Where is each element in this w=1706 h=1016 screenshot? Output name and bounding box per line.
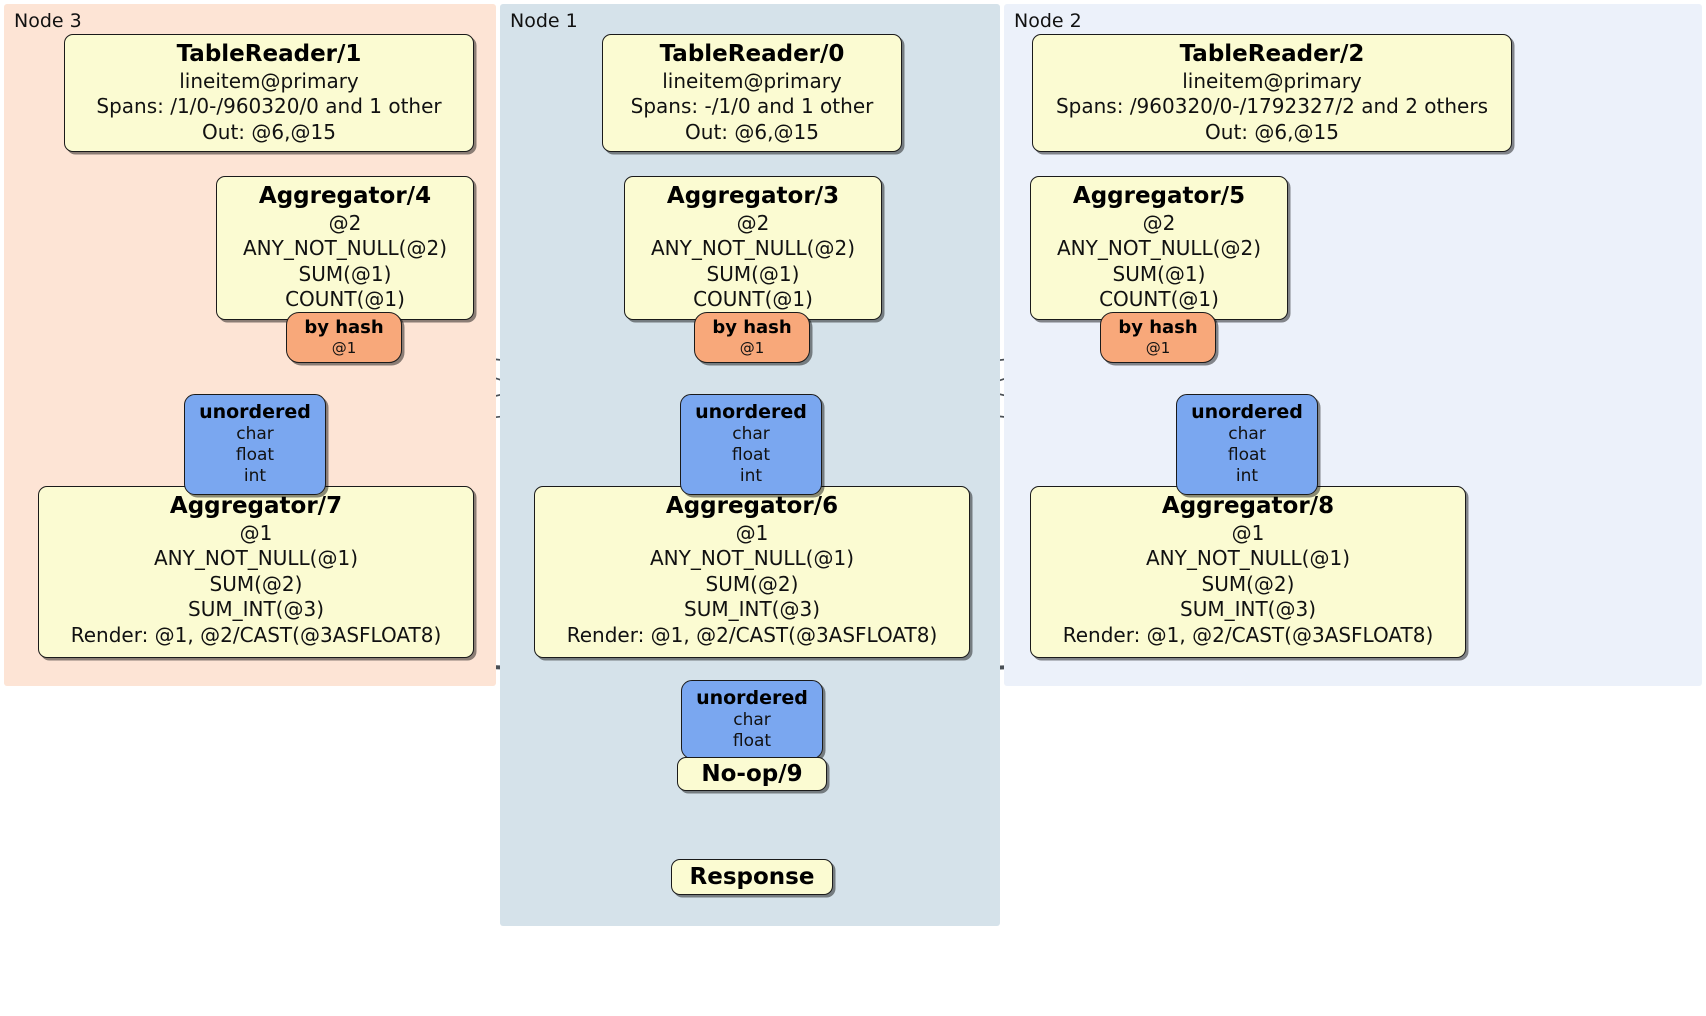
box-line: @2 <box>736 210 770 235</box>
box-line: @1 <box>331 338 357 357</box>
box-title: Aggregator/4 <box>258 183 432 209</box>
box-line: ANY_NOT_NULL(@1) <box>154 546 358 571</box>
box-line: ANY_NOT_NULL(@2) <box>651 236 855 261</box>
box-line: int <box>1235 466 1259 487</box>
box-line: char <box>732 423 770 444</box>
box-line: Spans: /960320/0-/1792327/2 and 2 others <box>1055 94 1488 119</box>
node-panel-label-node1: Node 1 <box>510 10 578 32</box>
box-line: ANY_NOT_NULL(@2) <box>1057 236 1261 261</box>
box-line: float <box>235 445 275 466</box>
box-title: No-op/9 <box>701 761 803 787</box>
box-line: @2 <box>328 210 362 235</box>
box-line: char <box>1228 423 1266 444</box>
box-line: COUNT(@1) <box>1099 287 1219 312</box>
box-title: unordered <box>696 687 808 709</box>
box-line: COUNT(@1) <box>285 287 405 312</box>
box-line: char <box>733 709 771 730</box>
box-line: @1 <box>735 520 769 545</box>
box-line: SUM_INT(@3) <box>188 597 324 622</box>
router-byhash-node1[interactable]: by hash@1 <box>694 312 810 363</box>
box-line: Out: @6,@15 <box>202 119 336 144</box>
box-line: ANY_NOT_NULL(@1) <box>1146 546 1350 571</box>
box-title: unordered <box>1191 401 1303 423</box>
box-line: @1 <box>739 338 765 357</box>
box-line: int <box>243 466 267 487</box>
box-title: Aggregator/6 <box>665 493 839 519</box>
box-line: char <box>236 423 274 444</box>
box-line: Out: @6,@15 <box>685 119 819 144</box>
router-byhash-node2[interactable]: by hash@1 <box>1100 312 1216 363</box>
box-title: by hash <box>304 317 384 338</box>
box-title: by hash <box>712 317 792 338</box>
box-line: lineitem@primary <box>179 68 359 93</box>
box-title: by hash <box>1118 317 1198 338</box>
box-title: Aggregator/8 <box>1161 493 1335 519</box>
box-line: Spans: -/1/0 and 1 other <box>630 94 874 119</box>
box-title: TableReader/2 <box>1179 41 1365 67</box>
box-line: @2 <box>1142 210 1176 235</box>
box-line: float <box>1227 445 1267 466</box>
box-line: lineitem@primary <box>1182 68 1362 93</box>
box-line: SUM(@1) <box>706 261 800 286</box>
box-line: Render: @1, @2/CAST(@3ASFLOAT8) <box>1062 622 1434 647</box>
box-line: Out: @6,@15 <box>1205 119 1339 144</box>
terminal-noop-9[interactable]: No-op/9 <box>677 757 827 791</box>
box-title: Aggregator/5 <box>1072 183 1246 209</box>
box-title: unordered <box>695 401 807 423</box>
box-line: SUM(@2) <box>209 571 303 596</box>
box-line: Spans: /1/0-/960320/0 and 1 other <box>96 94 442 119</box>
box-title: Aggregator/7 <box>169 493 343 519</box>
node-panel-label-node2: Node 2 <box>1014 10 1082 32</box>
box-line: SUM(@1) <box>298 261 392 286</box>
box-title: unordered <box>199 401 311 423</box>
terminal-response[interactable]: Response <box>671 859 833 895</box>
box-line: float <box>732 731 772 752</box>
box-line: SUM(@1) <box>1112 261 1206 286</box>
box-line: lineitem@primary <box>662 68 842 93</box>
box-title: Response <box>689 864 815 890</box>
box-line: Render: @1, @2/CAST(@3ASFLOAT8) <box>70 622 442 647</box>
box-line: @1 <box>1145 338 1171 357</box>
box-title: Aggregator/3 <box>666 183 840 209</box>
box-line: Render: @1, @2/CAST(@3ASFLOAT8) <box>566 622 938 647</box>
box-line: SUM_INT(@3) <box>684 597 820 622</box>
box-line: @1 <box>239 520 273 545</box>
router-byhash-node3[interactable]: by hash@1 <box>286 312 402 363</box>
box-line: int <box>739 466 763 487</box>
box-line: ANY_NOT_NULL(@1) <box>650 546 854 571</box>
box-title: TableReader/1 <box>176 41 362 67</box>
box-line: ANY_NOT_NULL(@2) <box>243 236 447 261</box>
box-line: SUM(@2) <box>705 571 799 596</box>
box-title: TableReader/0 <box>659 41 845 67</box>
box-line: @1 <box>1231 520 1265 545</box>
box-line: COUNT(@1) <box>693 287 813 312</box>
box-line: SUM_INT(@3) <box>1180 597 1316 622</box>
box-line: float <box>731 445 771 466</box>
box-line: SUM(@2) <box>1201 571 1295 596</box>
node-panel-label-node3: Node 3 <box>14 10 82 32</box>
